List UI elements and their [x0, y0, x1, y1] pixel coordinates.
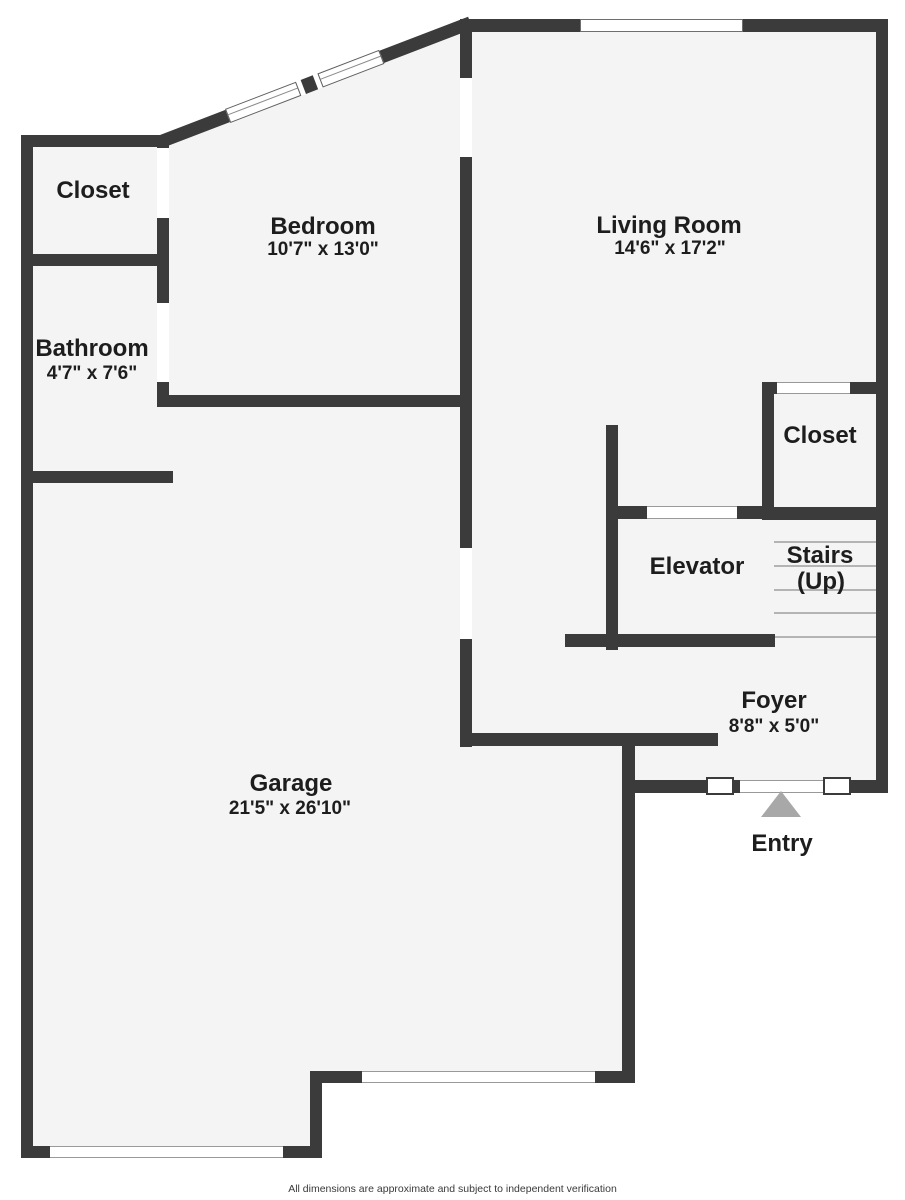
- room-label-stairs-up: (Up): [797, 568, 845, 595]
- wall-right-exterior: [876, 19, 888, 793]
- entry-label: Entry: [751, 830, 813, 857]
- stair-tread: [774, 636, 876, 638]
- room-label-closet-top-left: Closet: [56, 177, 130, 204]
- room-label-foyer: Foyer: [741, 687, 807, 714]
- wall-divider-seg: [460, 19, 472, 80]
- room-dims-garage: 21'5" x 26'10": [228, 798, 352, 819]
- floor-living-area: [466, 30, 881, 788]
- room-dims-living-room: 14'6" x 17'2": [614, 238, 726, 259]
- room-label-bedroom: Bedroom: [270, 213, 376, 240]
- wall-divider-seg: [460, 637, 472, 747]
- footer-disclaimer: All dimensions are approximate and subje…: [288, 1183, 617, 1195]
- door-opening: [460, 548, 472, 639]
- wall-bedroom-bottom: [157, 395, 472, 407]
- stair-tread: [774, 612, 876, 614]
- stair-tread: [774, 565, 876, 567]
- room-label-living-room: Living Room: [596, 212, 742, 239]
- wall-closet-bottom: [21, 254, 167, 266]
- floor-closet-bathroom: [27, 141, 163, 477]
- entry-sidelight: [823, 777, 851, 795]
- door-opening: [157, 303, 169, 382]
- room-dims-foyer: 8'8" x 5'0": [728, 716, 820, 737]
- wall-closet-right-seg: [157, 218, 169, 305]
- door-elevator: [647, 506, 737, 519]
- wall-stairs-top: [762, 507, 888, 520]
- window-symbol: [777, 382, 850, 394]
- wall-bathroom-bottom: [21, 471, 173, 483]
- wall-closet-right-left: [762, 382, 774, 520]
- window-symbol: [580, 19, 743, 32]
- wall-divider-seg: [460, 155, 472, 550]
- room-dims-bedroom: 10'7" x 13'0": [267, 239, 379, 260]
- door-opening: [460, 78, 472, 157]
- stair-tread: [774, 589, 876, 591]
- entry-arrow-icon: [761, 791, 801, 817]
- wall-hallway-garage: [460, 733, 718, 746]
- wall-garage-right: [622, 740, 635, 1083]
- room-label-garage: Garage: [249, 770, 333, 797]
- garage-window-symbol: [50, 1146, 283, 1158]
- entry-sidelight: [706, 777, 734, 795]
- stair-tread: [774, 541, 876, 543]
- wall-elevator-bottom: [565, 634, 775, 647]
- door-opening: [157, 148, 169, 218]
- wall-left-exterior: [21, 135, 33, 1158]
- room-label-elevator: Elevator: [649, 553, 745, 580]
- wall-garage-step-side: [310, 1071, 322, 1158]
- room-label-closet-right: Closet: [783, 422, 857, 449]
- wall-closet-top: [21, 135, 167, 147]
- room-label-bathroom: Bathroom: [35, 335, 149, 362]
- wall-elevator-left: [606, 425, 618, 650]
- room-label-stairs: Stairs: [786, 542, 854, 569]
- room-dims-bathroom: 4'7" x 7'6": [46, 363, 138, 384]
- garage-window-symbol: [362, 1071, 595, 1083]
